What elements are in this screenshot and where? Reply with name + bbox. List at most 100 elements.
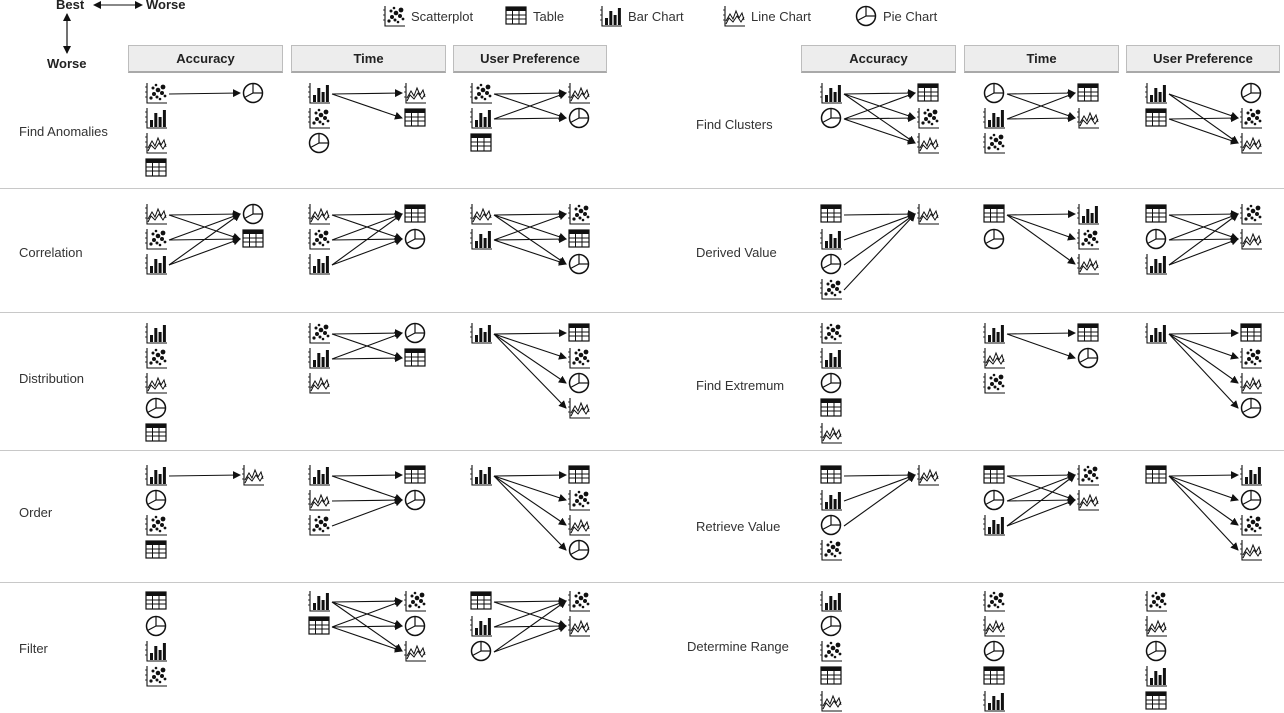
pie-chart-icon [983, 640, 1005, 662]
ranking-arrow [843, 213, 916, 291]
ranking-arrow [1006, 114, 1076, 123]
scatter-chart-icon [308, 229, 330, 250]
line-chart-icon [1077, 108, 1099, 129]
table-chart-icon [242, 229, 264, 248]
ranking-panel-left-row2-col2 [308, 204, 426, 275]
row-separator [0, 188, 1284, 189]
ranking-panel-left-row1-col3 [470, 83, 590, 152]
ranking-arrow [493, 599, 567, 628]
scatter-chart-icon [568, 204, 590, 225]
row-separator [0, 582, 1284, 583]
ranking-panel-right-row2-col3 [1145, 204, 1262, 275]
ranking-panel-right-row1-col1 [820, 83, 939, 154]
table-chart-icon [404, 465, 426, 484]
ranking-panel-right-row5-col3 [1145, 591, 1167, 710]
scatter-chart-icon [917, 108, 939, 129]
line-chart-icon [404, 641, 426, 662]
line-chart-icon [404, 83, 426, 104]
bar-chart-icon [145, 254, 167, 275]
worse-vertical-label: Worse [47, 56, 87, 71]
worse-horizontal-label: Worse [146, 0, 186, 12]
table-chart-icon [820, 204, 842, 223]
pie-chart-icon [568, 107, 590, 129]
ranking-arrow [331, 89, 403, 98]
ranking-panel-left-row4-col2 [308, 465, 426, 536]
ranking-panel-right-row4-col3 [1145, 465, 1262, 561]
table-chart-icon [983, 666, 1005, 685]
bar-chart-icon [820, 348, 842, 369]
table-chart-icon [983, 465, 1005, 484]
ranking-arrow [1006, 329, 1076, 338]
bar-chart-icon [470, 465, 492, 486]
ranking-panel-left-row4-col1 [145, 465, 264, 559]
task-label-derived-value: Derived Value [696, 245, 777, 260]
scatter-chart-icon [404, 591, 426, 612]
table-chart-icon [568, 323, 590, 342]
column-header-accuracy: Accuracy [801, 45, 956, 73]
ranking-panel-left-row5-col1 [145, 591, 167, 687]
scatter-chart-icon [145, 666, 167, 687]
ranking-arrow [493, 475, 567, 551]
ranking-arrow [1168, 471, 1239, 480]
pie-chart-icon [145, 397, 167, 419]
line-chart-icon [917, 133, 939, 154]
line-chart-icon [1077, 254, 1099, 275]
scatter-chart-icon [1077, 465, 1099, 486]
line-chart-icon [470, 204, 492, 225]
pie-chart-icon [242, 203, 264, 225]
line-chart-icon [145, 373, 167, 394]
ranking-arrow [331, 329, 403, 338]
ranking-arrow [493, 600, 567, 653]
scatter-chart-icon [145, 83, 167, 104]
ranking-arrow [1006, 89, 1076, 98]
table-chart-icon [308, 616, 330, 635]
ranking-arrow [493, 475, 567, 526]
ranking-panel-right-row2-col1 [820, 204, 939, 300]
ranking-arrow [843, 91, 916, 120]
legend-label-table: Table [533, 9, 565, 24]
ranking-arrow [1168, 475, 1239, 551]
table-chart-icon [820, 666, 842, 685]
bar-chart-icon [145, 108, 167, 129]
ranking-arrow [168, 210, 241, 219]
bar-chart-icon [1145, 83, 1167, 104]
line-chart-icon [1240, 540, 1262, 561]
scatter-chart-icon [820, 641, 842, 662]
ranking-arrow [843, 212, 916, 241]
ranking-arrow [493, 597, 567, 606]
line-chart-icon [1145, 616, 1167, 637]
table-chart-icon [568, 465, 590, 484]
scatter-chart-icon [470, 83, 492, 104]
bar-chart-icon [600, 6, 622, 27]
ranking-arrow [1168, 475, 1239, 526]
row-separator [0, 312, 1284, 313]
ranking-arrow [1168, 237, 1239, 266]
column-header-user-preference: User Preference [1126, 45, 1280, 73]
task-label-find-clusters: Find Clusters [696, 117, 773, 132]
ranking-arrow [493, 239, 567, 266]
ranking-arrow [1168, 329, 1239, 338]
table-chart-icon [983, 204, 1005, 223]
scatter-chart-icon [568, 591, 590, 612]
pie-chart-icon [983, 489, 1005, 511]
ranking-arrow [168, 212, 241, 241]
bar-chart-icon [308, 465, 330, 486]
table-chart-icon [820, 465, 842, 484]
line-chart-icon [983, 348, 1005, 369]
task-label-retrieve-value: Retrieve Value [696, 519, 781, 534]
pie-chart-icon [820, 615, 842, 637]
table-chart-icon [505, 6, 527, 25]
bar-chart-icon [308, 591, 330, 612]
table-chart-icon [1077, 83, 1099, 102]
ranking-arrow [168, 471, 241, 480]
table-chart-icon [145, 423, 167, 442]
ranking-arrow [331, 599, 403, 628]
legend-label-pie: Pie Chart [883, 9, 938, 24]
scatter-chart-icon [308, 515, 330, 536]
ranking-panel-right-row3-col3 [1145, 323, 1262, 419]
bar-chart-icon [983, 323, 1005, 344]
ranking-arrow [331, 597, 403, 606]
scatter-chart-icon [1240, 515, 1262, 536]
ranking-arrow [331, 237, 403, 266]
line-chart-icon [1240, 133, 1262, 154]
